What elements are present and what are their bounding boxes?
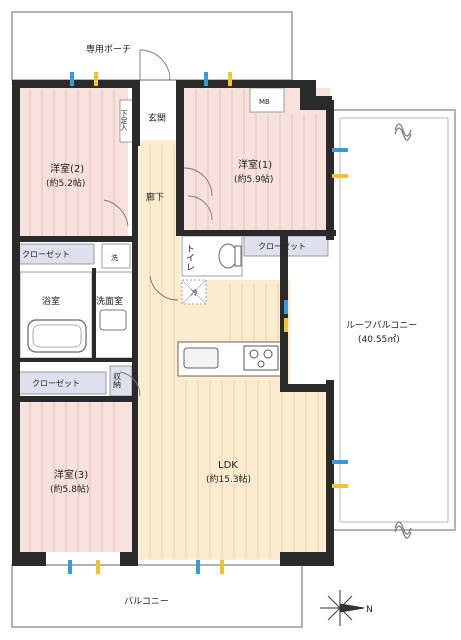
shoes-box-label: 下足入 [120,110,128,131]
ref-label: 冷 [191,288,198,297]
window-mark-icon [70,72,98,86]
bottom-balcony-outline [11,564,303,628]
laundry-label: 洗 [111,253,118,262]
sink-basin [99,309,127,331]
walls [12,80,336,566]
western2-name: 洋室(2) [50,162,84,175]
sink-icon [183,347,219,369]
window-mark-icon [284,300,288,332]
bathtub-icon [27,319,87,353]
toilet-label: トイレ [184,244,195,271]
closet-1-label: クローゼット [22,249,70,259]
genkan-label: 玄関 [148,112,166,124]
ldk-name: LDK [218,460,238,471]
western3-name: 洋室(3) [54,468,88,481]
genkan-floor [142,92,180,140]
window-marks [68,72,348,574]
washroom-label: 洗面室 [96,295,123,307]
laundry-area [101,243,131,269]
floor-planks [29,90,317,552]
roof-balcony-outline [330,109,456,531]
western1-size: (約5.9帖) [234,173,273,185]
room-western3-floor [18,400,132,552]
north-label: N [366,605,373,615]
door-swings [103,49,213,397]
stove-icon [243,345,279,371]
window-mark-icon [204,72,232,86]
toilet-icon [218,243,242,269]
closet-3-label: クローゼット [32,378,80,388]
closet-2-label: クローゼット [258,241,306,251]
bath-label: 浴室 [42,295,60,307]
hallway-label: 廊下 [146,191,164,203]
window-mark-icon [332,148,348,178]
western1-name: 洋室(1) [238,158,272,171]
storage-label: 収納 [113,371,122,389]
compass-icon [320,590,365,626]
western3-size: (約5.8帖) [50,483,89,495]
mb-label: MB [259,98,270,106]
ldk-size: (約15.3帖) [206,473,251,485]
western2-size: (約5.2帖) [46,177,85,189]
washroom [93,271,135,359]
roof-balcony-area: (40.55㎡) [358,334,400,345]
room-western2-floor [18,88,128,236]
bathtub-inner [32,324,82,348]
mb-box [249,87,285,113]
roof-balcony-label: ルーフバルコニー [346,320,417,331]
porch-outline [11,11,293,81]
break-mark-top [394,123,412,141]
porch-label: 専用ポーチ [86,43,131,55]
window-mark-icon [332,460,348,488]
window-mark-icon [68,560,100,574]
break-mark-bottom [394,521,412,539]
balcony-label: バルコニー [124,596,169,607]
ldk-planks [149,145,319,558]
window-mark-icon [196,560,224,574]
